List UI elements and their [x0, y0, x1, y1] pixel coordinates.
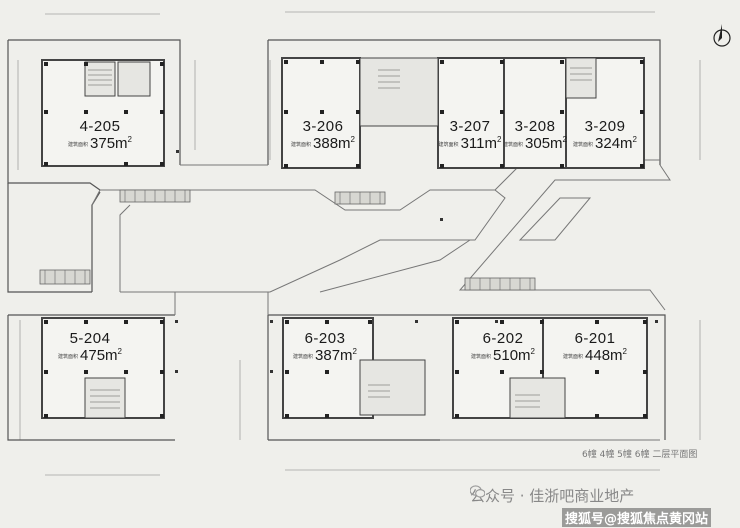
cores	[84, 57, 597, 419]
unit-4-205-area-label: 建筑面积	[68, 141, 89, 148]
unit-3-206-name: 3-206	[302, 118, 344, 135]
unit-3-207-area: 311	[460, 135, 485, 152]
unit-3-209-name: 3-209	[584, 118, 626, 135]
unit-3-207-name: 3-207	[449, 118, 491, 135]
unit-3-206-area: 388	[313, 135, 339, 152]
unit-4-205-area: 375	[90, 135, 116, 152]
unit-3-208-area: 305	[525, 135, 551, 152]
dimension-lines	[17, 11, 701, 476]
unit-6-201-area: 448	[585, 347, 611, 364]
unit-6-201-name: 6-201	[574, 330, 616, 347]
site-boundary	[7, 39, 666, 441]
escalator-steps	[44, 190, 531, 290]
corridor-columns	[175, 150, 658, 373]
north-arrow-icon	[713, 24, 731, 47]
unit-6-202-name: 6-202	[482, 330, 524, 347]
source-badge: 搜狐号@搜狐焦点黄冈站	[562, 508, 712, 527]
unit-6-203-name: 6-203	[304, 330, 346, 347]
unit-3-208-name: 3-208	[514, 118, 556, 135]
plan-caption: 6幢 4幢 5幢 6幢 二层平面图	[582, 450, 698, 460]
stair-lines	[88, 67, 592, 409]
unit-5-204-area: 475	[80, 347, 106, 364]
watermark-text: 公众号 · 佳浙吧商业地产	[470, 487, 635, 505]
unit-3-209-area: 324	[595, 135, 621, 152]
unit-6-202-area: 510	[493, 347, 519, 364]
unit-5-204-name: 5-204	[69, 330, 111, 347]
columns	[44, 60, 647, 418]
wechat-icon	[470, 485, 485, 498]
unit-6-203-area: 387	[315, 347, 341, 364]
watermark: 公众号 · 佳浙吧商业地产	[470, 485, 634, 506]
unit-4-205-name: 4-205	[79, 118, 121, 135]
